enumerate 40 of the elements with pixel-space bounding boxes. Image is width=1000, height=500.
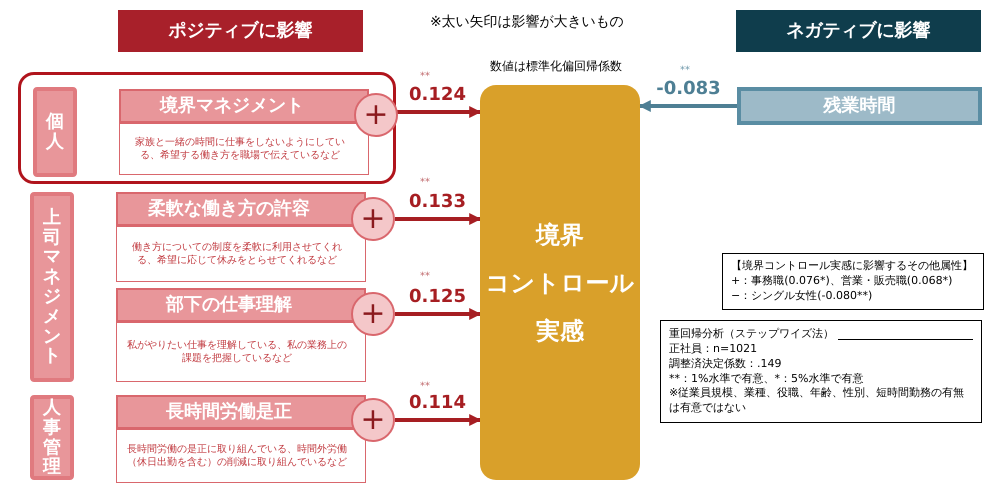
- arrow: [395, 308, 482, 320]
- note-line: ※従業員規模、業種、役職、年齢、性別、短時間勤務の有無は有意ではない: [669, 386, 966, 416]
- note-line: 【境界コントロール実感に影響するその他属性】: [731, 259, 973, 274]
- category-label: 上司マネジメント: [43, 208, 61, 366]
- category-label: 人事管理: [43, 398, 61, 478]
- significance-mark: **: [420, 72, 430, 82]
- arrow: [638, 100, 737, 112]
- factor-description: 私がやりたい仕事を理解している、私の業務上の課題を把握しているなど: [116, 322, 366, 382]
- factor-description: 長時間労働の是正に取り組んでいる、時間外労働（休日出勤を含む）の削減に取り組んでいるなど: [116, 429, 366, 483]
- significance-mark: **: [420, 178, 430, 188]
- category-header: ポジティブに影響: [118, 10, 363, 52]
- note-box: [660, 320, 982, 423]
- note-line: **：1%水準で有意、*：5%水準で有意: [669, 372, 864, 386]
- significance-mark: **: [420, 382, 430, 392]
- significance-mark: **: [680, 66, 690, 76]
- arrow: [395, 106, 482, 118]
- outcome-box: [480, 85, 640, 480]
- note-line: 調整済決定係数：.149: [669, 356, 782, 372]
- note-line: −：シングル女性(-0.080**): [731, 288, 872, 304]
- group-frame: [18, 72, 396, 184]
- significance-mark: **: [420, 272, 430, 282]
- category-box: [30, 395, 74, 480]
- note-box: [722, 253, 984, 310]
- factor-description: 働き方についての制度を柔軟に利用させてくれる、希望に応じて休みをとらせてくれるなど: [116, 226, 366, 282]
- category-box: [33, 87, 77, 177]
- note-text: 数値は標準化偏回帰係数: [490, 58, 622, 74]
- category-label: 個人: [46, 112, 64, 152]
- outcome-label: 実感: [536, 316, 584, 346]
- note-line: 重回帰分析（ステップワイズ法）: [669, 326, 834, 342]
- outcome-label: 境界: [536, 220, 584, 250]
- category-header: ネガティブに影響: [736, 10, 981, 52]
- arrow: [395, 213, 482, 225]
- category-box: [30, 192, 74, 382]
- factor-box: 残業時間: [737, 87, 982, 125]
- outcome-label: コントロール: [486, 268, 634, 298]
- note-line: 正社員：n=1021: [669, 342, 758, 357]
- factor-description: 家族と一緒の時間に仕事をしないようにしている、希望する働き方を職場で伝えているなど: [119, 123, 369, 175]
- note-text: ※太い矢印は影響が大きいもの: [430, 13, 624, 32]
- arrow: [395, 414, 482, 426]
- note-line: +：事務職(0.076*)、営業・販売職(0.068*): [731, 274, 952, 289]
